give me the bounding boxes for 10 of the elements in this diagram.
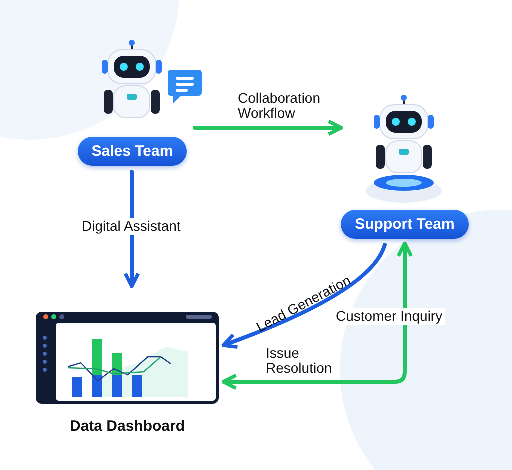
node-title: Data Dashboard [70,418,186,435]
arrow [193,120,344,136]
arrow [124,170,140,288]
arrow [222,242,414,390]
arrow [222,243,387,349]
text-label: Issue Resolution [265,345,334,378]
team-label: Support Team [341,210,469,239]
edge-label: Collaboration Workflow [237,90,322,123]
edge-label: Digital Assistant [80,218,183,236]
team-label: Sales Team [78,137,188,166]
